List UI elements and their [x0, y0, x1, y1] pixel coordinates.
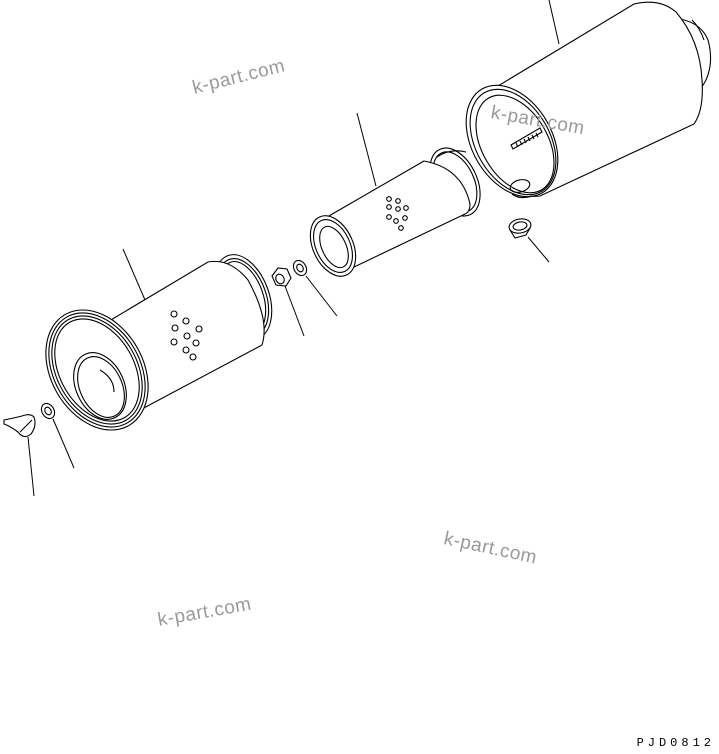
stud-bolt-icon: [510, 127, 543, 150]
perforation-holes: [170, 310, 203, 361]
perforation-holes: [386, 196, 409, 231]
evacuator-valve-part: [3, 414, 36, 497]
washer-inner-part: [292, 259, 338, 317]
housing-part: [465, 0, 712, 199]
nut-inner-part: [271, 267, 305, 337]
inner-element-part: [309, 112, 481, 277]
washer-outer-part: [40, 402, 75, 469]
evacuator-valve-small-part: [508, 218, 550, 263]
outer-element-part: [45, 248, 273, 431]
drawing-code: PJD0812: [636, 736, 715, 750]
